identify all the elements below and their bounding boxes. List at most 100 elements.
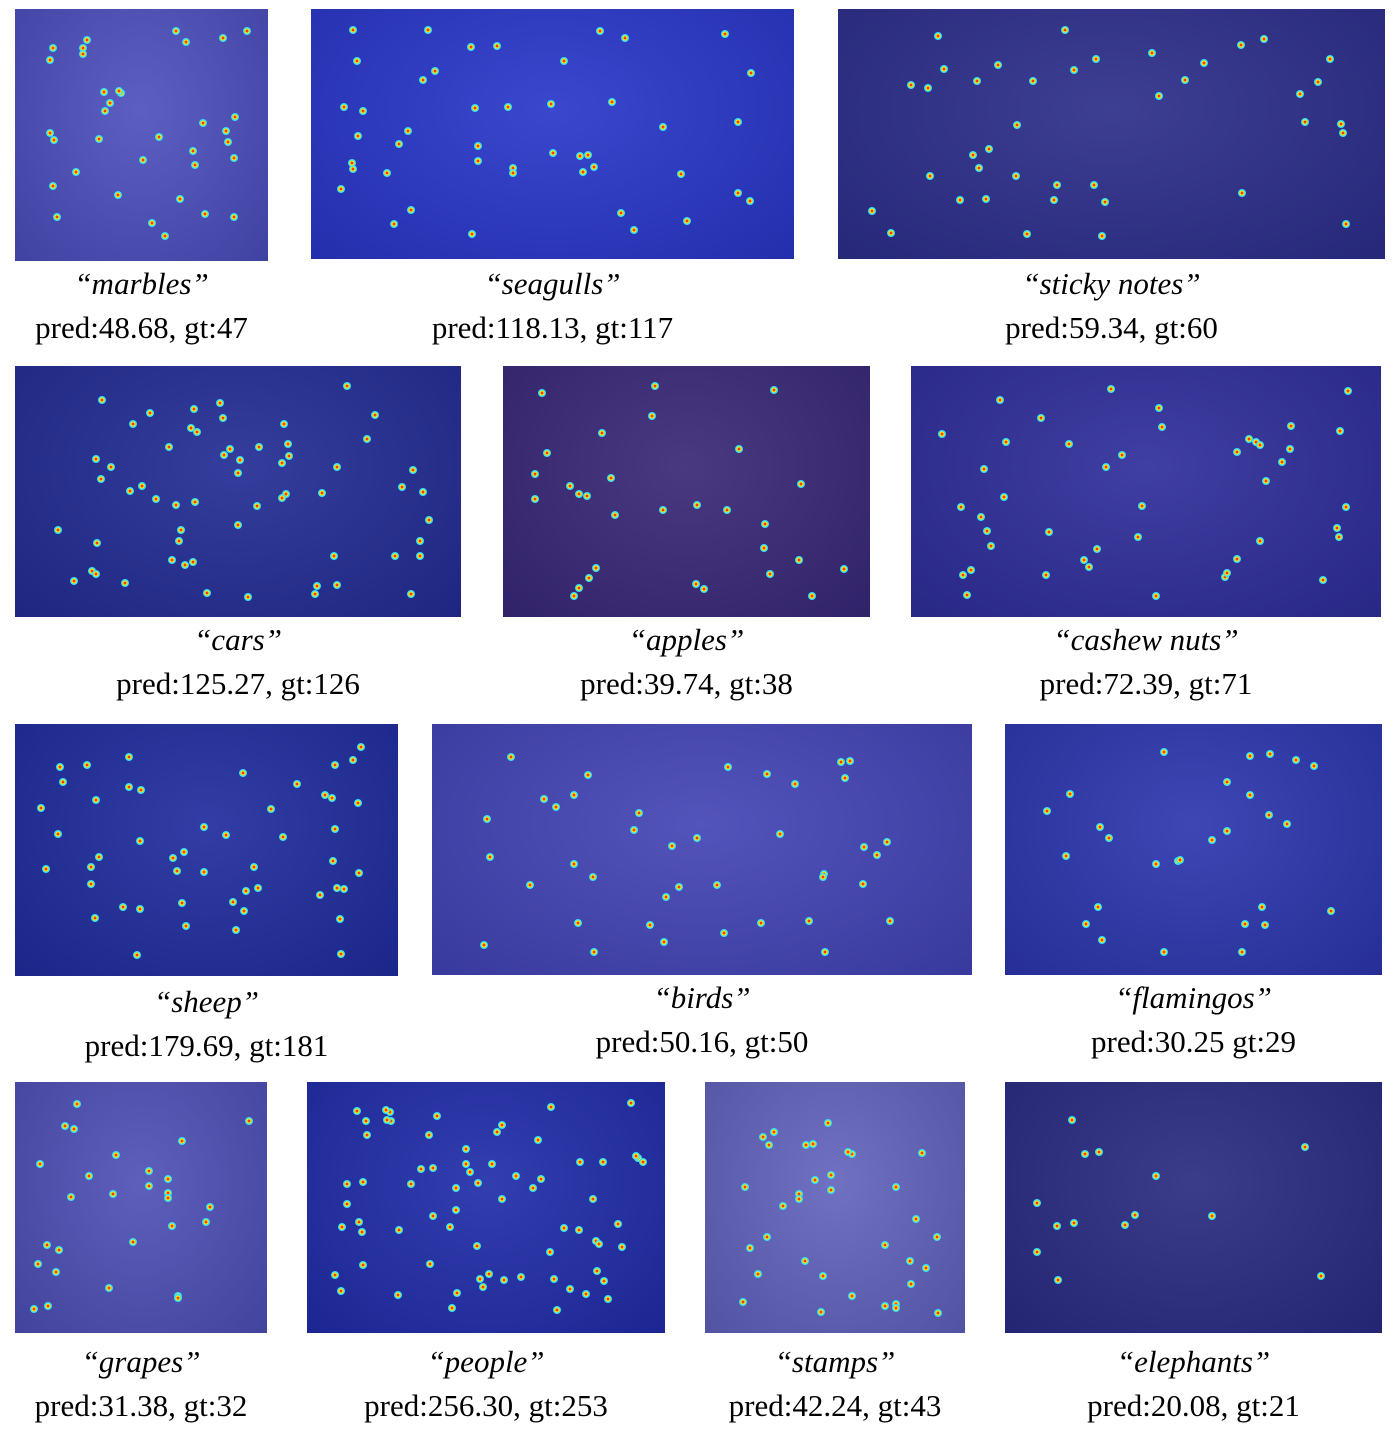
density-peak (313, 582, 322, 591)
density-peak (1147, 48, 1156, 57)
density-peak (981, 195, 990, 204)
density-peak (1106, 385, 1115, 394)
density-peak (880, 1241, 889, 1250)
density-peak (1065, 790, 1074, 799)
density-peak (531, 470, 540, 479)
density-peak (821, 947, 830, 956)
density-peak (359, 1261, 368, 1270)
density-peak (722, 506, 731, 515)
density-peak (800, 1256, 809, 1265)
marbles-stats: pred:48.68, gt:47 (35, 310, 248, 345)
density-peak (746, 1243, 755, 1252)
density-peak (253, 884, 262, 893)
density-peak (328, 793, 337, 802)
density-peak (892, 1303, 901, 1312)
density-peak (281, 489, 290, 498)
density-peak (358, 1177, 367, 1186)
density-peak (111, 1150, 120, 1159)
density-peak (244, 592, 253, 601)
density-peak (492, 1127, 501, 1136)
density-peak (465, 1167, 474, 1176)
density-peak (424, 1131, 433, 1140)
density-peak (329, 552, 338, 561)
density-peak (336, 185, 345, 194)
density-peak (638, 1157, 647, 1166)
density-peak (283, 440, 292, 449)
density-peak (699, 585, 708, 594)
density-peak (905, 1256, 914, 1265)
density-peak (362, 1130, 371, 1139)
density-peak (579, 167, 588, 176)
density-peak (996, 396, 1005, 405)
density-peak (234, 469, 243, 478)
density-peak (512, 1171, 521, 1180)
density-peak (1278, 458, 1287, 467)
density-peak (86, 880, 95, 889)
density-peak (1265, 750, 1274, 759)
density-peak (592, 1266, 601, 1275)
density-peak (659, 123, 668, 132)
density-peak (342, 1180, 351, 1189)
density-peak (478, 1282, 487, 1291)
density-peak (53, 212, 62, 221)
density-peak (606, 474, 615, 483)
density-peak (506, 752, 515, 761)
density-peak (348, 756, 357, 765)
density-peak (206, 1203, 215, 1212)
density-peak (1093, 903, 1102, 912)
marbles-caption: “marbles” (74, 266, 209, 301)
density-peak (1049, 196, 1058, 205)
density-peak (1258, 902, 1267, 911)
density-peak (462, 1144, 471, 1153)
density-peak (428, 1164, 437, 1173)
density-peak (765, 1140, 774, 1149)
density-peak (1064, 439, 1073, 448)
density-peak (1237, 189, 1246, 198)
density-peak (188, 147, 197, 156)
density-peak (220, 451, 229, 460)
density-peak (382, 1116, 391, 1125)
density-peak (721, 29, 730, 38)
stamps-image (705, 1082, 965, 1333)
density-peak (1117, 451, 1126, 460)
density-peak (34, 1260, 43, 1269)
density-peak (1033, 1248, 1042, 1257)
density-peak (1262, 477, 1271, 486)
density-peak (118, 903, 127, 912)
density-peak (229, 212, 238, 221)
density-peak (545, 1247, 554, 1256)
density-peak (446, 1222, 455, 1231)
density-peak (97, 475, 106, 484)
grapes-caption: “grapes” (81, 1344, 201, 1379)
density-peak (113, 190, 122, 199)
density-peak (868, 207, 877, 216)
density-peak (239, 768, 248, 777)
density-peak (723, 762, 732, 771)
density-peak (886, 916, 895, 925)
density-peak (1052, 181, 1061, 190)
density-peak (668, 841, 677, 850)
density-peak (1092, 54, 1101, 63)
density-peak (887, 229, 896, 238)
density-peak (49, 135, 58, 144)
density-peak (1151, 859, 1160, 868)
density-peak (1155, 404, 1164, 413)
density-peak (279, 832, 288, 841)
density-peak (485, 1270, 494, 1279)
density-peak (962, 591, 971, 600)
density-peak (525, 880, 534, 889)
density-peak (692, 500, 701, 509)
density-peak (232, 926, 241, 935)
density-peak (648, 411, 657, 420)
density-peak (841, 773, 850, 782)
density-peak (575, 1158, 584, 1167)
density-peak (826, 1170, 835, 1179)
density-peak (336, 915, 345, 924)
grapes-image (15, 1082, 267, 1333)
density-peak (1342, 220, 1351, 229)
density-peak (1341, 502, 1350, 511)
density-peak (488, 1159, 497, 1168)
density-peak (79, 50, 88, 59)
density-peak (43, 1301, 52, 1310)
density-peak (125, 782, 134, 791)
